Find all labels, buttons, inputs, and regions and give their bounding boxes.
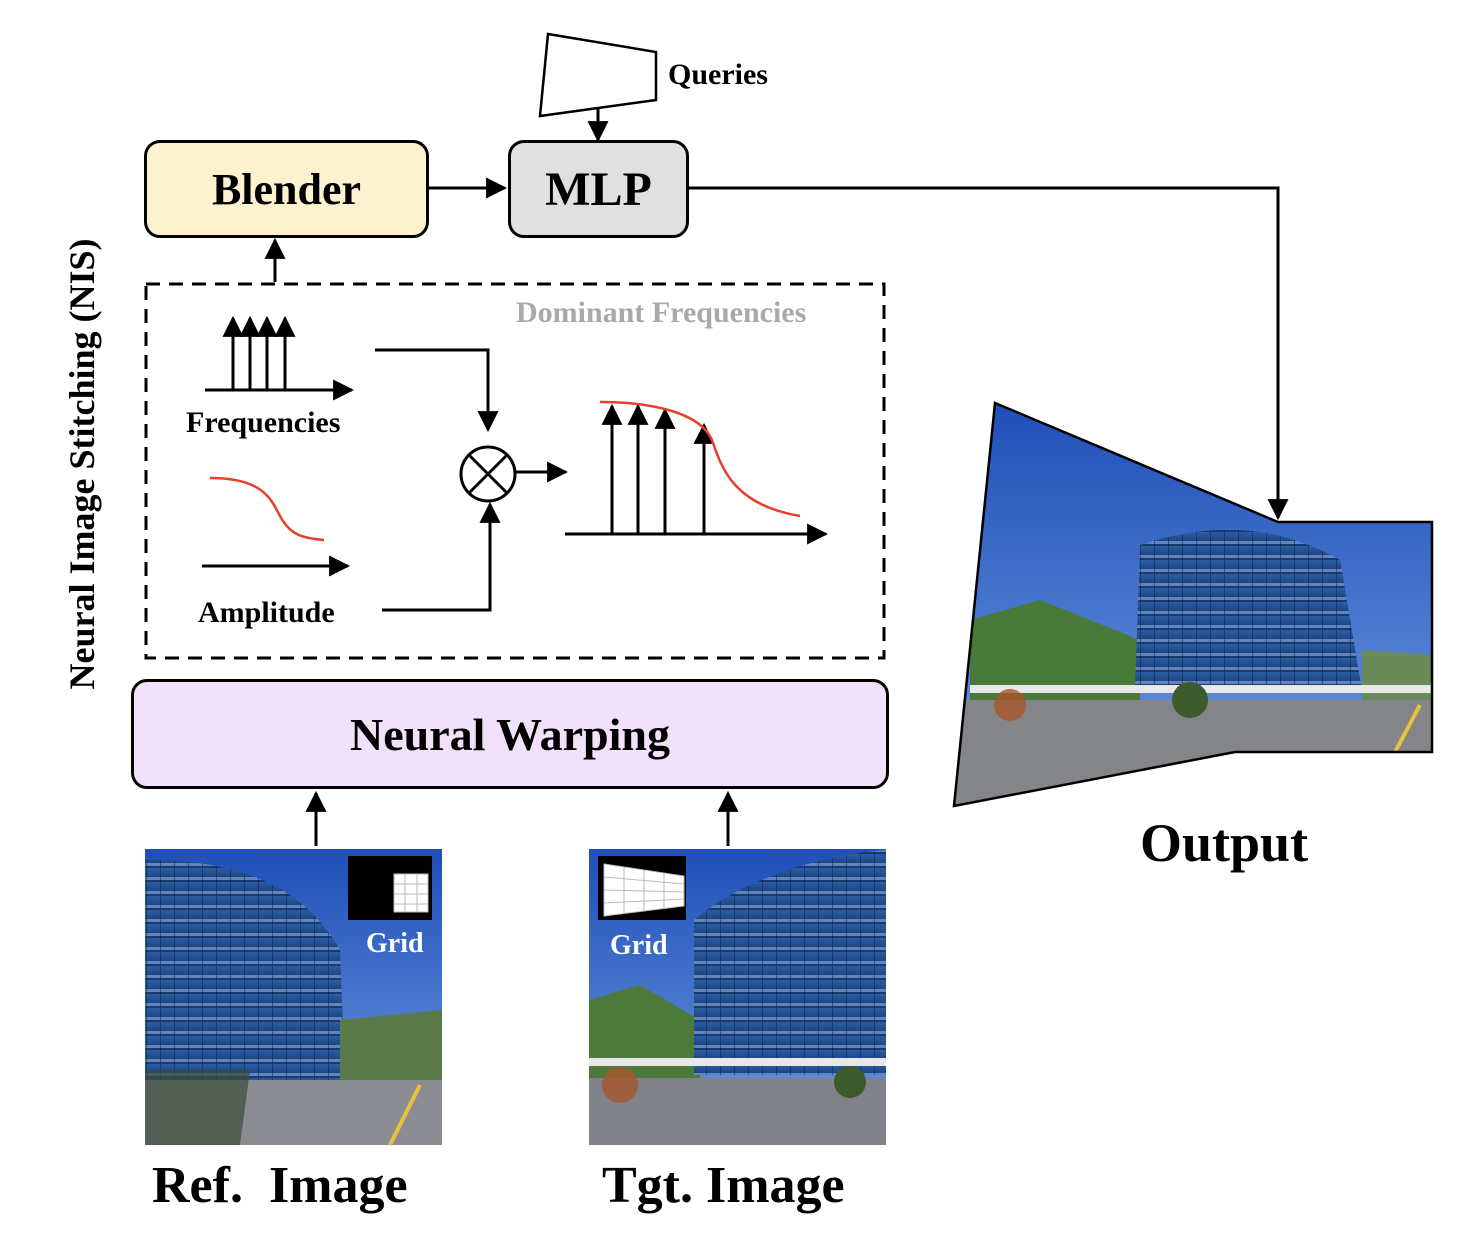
neural-warping-label: Neural Warping — [350, 708, 670, 760]
queries-shape — [538, 32, 658, 118]
tgt-grid-label: Grid — [610, 930, 668, 961]
amplitude-plot — [202, 476, 351, 577]
frequencies-label: Frequencies — [186, 406, 341, 439]
tgt-image — [589, 849, 886, 1145]
ref-image-caption: Ref. Image — [152, 1157, 408, 1214]
output-caption: Output — [1140, 813, 1309, 873]
neural-warping-box: Neural Warping — [131, 679, 889, 789]
tgt-image-caption: Tgt. Image — [602, 1157, 845, 1214]
output-image — [952, 401, 1434, 808]
amplitude-label: Amplitude — [198, 596, 335, 629]
dominant-frequencies-label: Dominant Frequencies — [516, 296, 807, 329]
mlp-label: MLP — [545, 162, 652, 216]
dominant-spectrum-plot — [565, 400, 829, 545]
mlp-box: MLP — [508, 140, 689, 238]
ref-image — [145, 849, 442, 1146]
side-title: Neural Image Stitching (NIS) — [62, 238, 102, 690]
blender-box: Blender — [144, 140, 429, 238]
frequencies-plot — [205, 315, 355, 401]
ref-grid-label: Grid — [366, 928, 424, 959]
queries-label: Queries — [668, 58, 768, 91]
frequencies-to-multiply-arrow — [375, 348, 499, 433]
amplitude-to-multiply-arrow — [382, 501, 501, 612]
multiply-operator-icon — [459, 445, 517, 503]
dominant-frequencies-box — [144, 282, 886, 660]
blender-label: Blender — [211, 164, 362, 214]
mlp-to-output-arrow — [688, 186, 1289, 521]
